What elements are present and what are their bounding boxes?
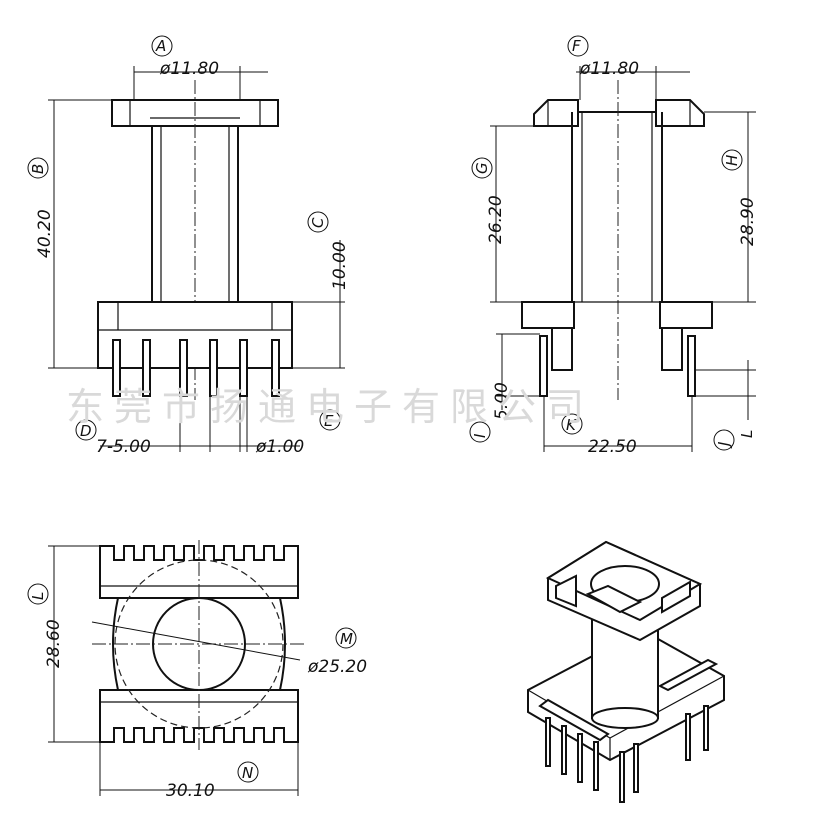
side-dim-pin-length: 5.00 [492, 382, 512, 420]
bottom-dim-flange-diameter: ø25.20 [307, 657, 367, 677]
iso-pins [545, 705, 709, 803]
front-dim-pin-pitch: 7-5.00 [96, 437, 151, 457]
callout-b-circle [27, 157, 49, 179]
callout-k: K [566, 416, 577, 434]
callout-h-circle [721, 149, 743, 171]
callout-j-circle [713, 429, 735, 451]
callout-m: M [340, 630, 353, 648]
side-base-right [659, 301, 713, 329]
side-label-l: L [738, 430, 756, 438]
front-pins [112, 339, 280, 397]
front-view: ø11.80 A 40.20 B 10.00 C 7-5.00 ø1.00 D … [27, 35, 350, 457]
bottom-dim-width: 30.10 [166, 781, 215, 801]
side-base-left [521, 301, 575, 329]
front-base [97, 301, 293, 369]
front-dim-top-diameter: ø11.80 [159, 59, 219, 79]
callout-e-circle [319, 409, 341, 431]
bottom-dim-depth: 28.60 [44, 619, 64, 668]
callout-i: I [471, 433, 489, 438]
callout-n: N [242, 764, 253, 782]
callout-f: F [572, 37, 581, 55]
callout-j: J [715, 442, 733, 449]
callout-a: A [155, 37, 166, 55]
side-dim-outer-height: 28.90 [738, 197, 758, 246]
callout-l-circle [27, 583, 49, 605]
bottom-flange-outline [114, 559, 284, 729]
callout-b: B [29, 164, 47, 174]
front-dim-base-height: 10.00 [330, 241, 350, 290]
callout-d-circle [75, 419, 97, 441]
side-dim-row-span: 22.50 [588, 437, 637, 457]
side-dim-top-diameter: ø11.80 [579, 59, 639, 79]
callout-n-circle [237, 761, 259, 783]
front-dim-height-total: 40.20 [35, 209, 55, 258]
callout-c: C [309, 217, 327, 228]
callout-m-circle [335, 627, 357, 649]
callout-g: G [473, 162, 491, 174]
callout-d: D [80, 422, 92, 440]
callout-c-circle [307, 211, 329, 233]
callout-g-circle [471, 157, 493, 179]
callout-h: H [723, 155, 741, 166]
side-top-flange-right [655, 99, 705, 127]
callout-f-circle [567, 35, 589, 57]
front-dim-pin-diameter: ø1.00 [255, 437, 304, 457]
callout-l: L [29, 592, 47, 600]
side-dim-inner-height: 26.20 [486, 195, 506, 244]
side-view: ø11.80 F 26.20 G 28.90 H 5.00 I 22.50 K … [469, 35, 758, 457]
isometric-view [527, 540, 725, 803]
watermark-company-name: 东莞市扬通电子有限公司 [66, 385, 594, 429]
callout-e: E [324, 412, 334, 430]
callout-i-circle [469, 421, 491, 443]
bottom-view: ø25.20 M 28.60 L 30.10 N [27, 540, 367, 801]
callout-a-circle [151, 35, 173, 57]
callout-k-circle [561, 413, 583, 435]
